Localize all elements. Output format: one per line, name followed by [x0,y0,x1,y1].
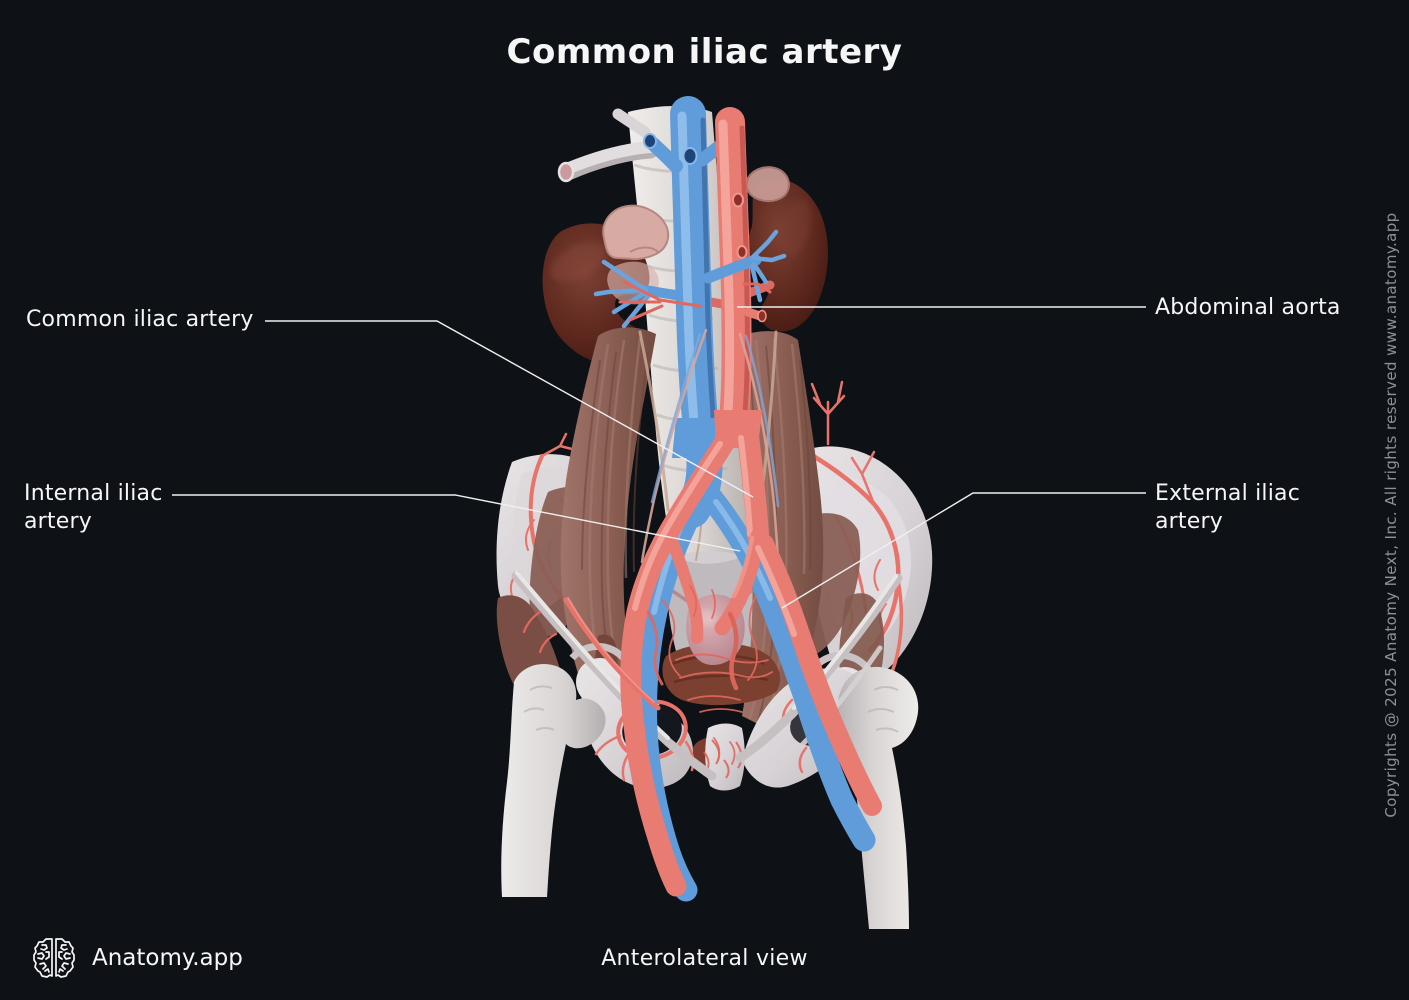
label-internal-iliac-artery: Internal iliac artery [24,481,163,534]
label-common-iliac-artery: Common iliac artery [26,307,254,332]
view-caption: Anterolateral view [601,946,808,971]
label-external-iliac-artery: External iliac artery [1155,481,1300,534]
renal-veins [593,229,787,329]
abdominal-aorta [715,107,767,443]
branding: Anatomy.app [30,934,243,982]
leader-lines [172,306,1146,609]
leader-internal-iliac-artery [172,494,741,552]
pelvic-arterial-network [646,585,773,765]
brain-icon [30,934,78,982]
copyright-text: Copyrights @ 2025 Anatomy Next, Inc. All… [1382,212,1400,818]
leader-external-iliac-artery [781,492,1146,609]
app-name: Anatomy.app [92,945,243,971]
label-abdominal-aorta: Abdominal aorta [1155,295,1341,320]
page-title: Common iliac artery [506,32,903,72]
vessels [522,96,882,902]
leader-common-iliac-artery [265,320,754,498]
